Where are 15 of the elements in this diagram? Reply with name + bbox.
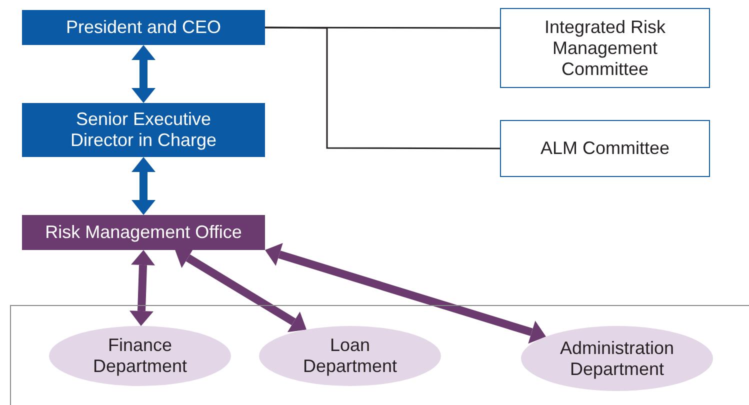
double-arrow [132, 157, 156, 215]
double-arrow [132, 45, 156, 103]
double-arrow [130, 250, 155, 326]
double-arrow [175, 248, 307, 332]
department-group-panel [10, 305, 749, 405]
process-box: Risk Management Office [22, 215, 265, 250]
department-ellipse: Administration Department [521, 326, 713, 391]
double-arrow [265, 242, 546, 344]
committee-box: Integrated Risk Management Committee [500, 8, 710, 88]
committee-box: ALM Committee [500, 120, 710, 177]
process-box: Senior Executive Director in Charge [22, 103, 265, 157]
process-box: President and CEO [22, 10, 265, 45]
department-ellipse: Finance Department [49, 326, 231, 386]
connector-line [265, 26, 500, 150]
department-ellipse: Loan Department [259, 326, 441, 386]
